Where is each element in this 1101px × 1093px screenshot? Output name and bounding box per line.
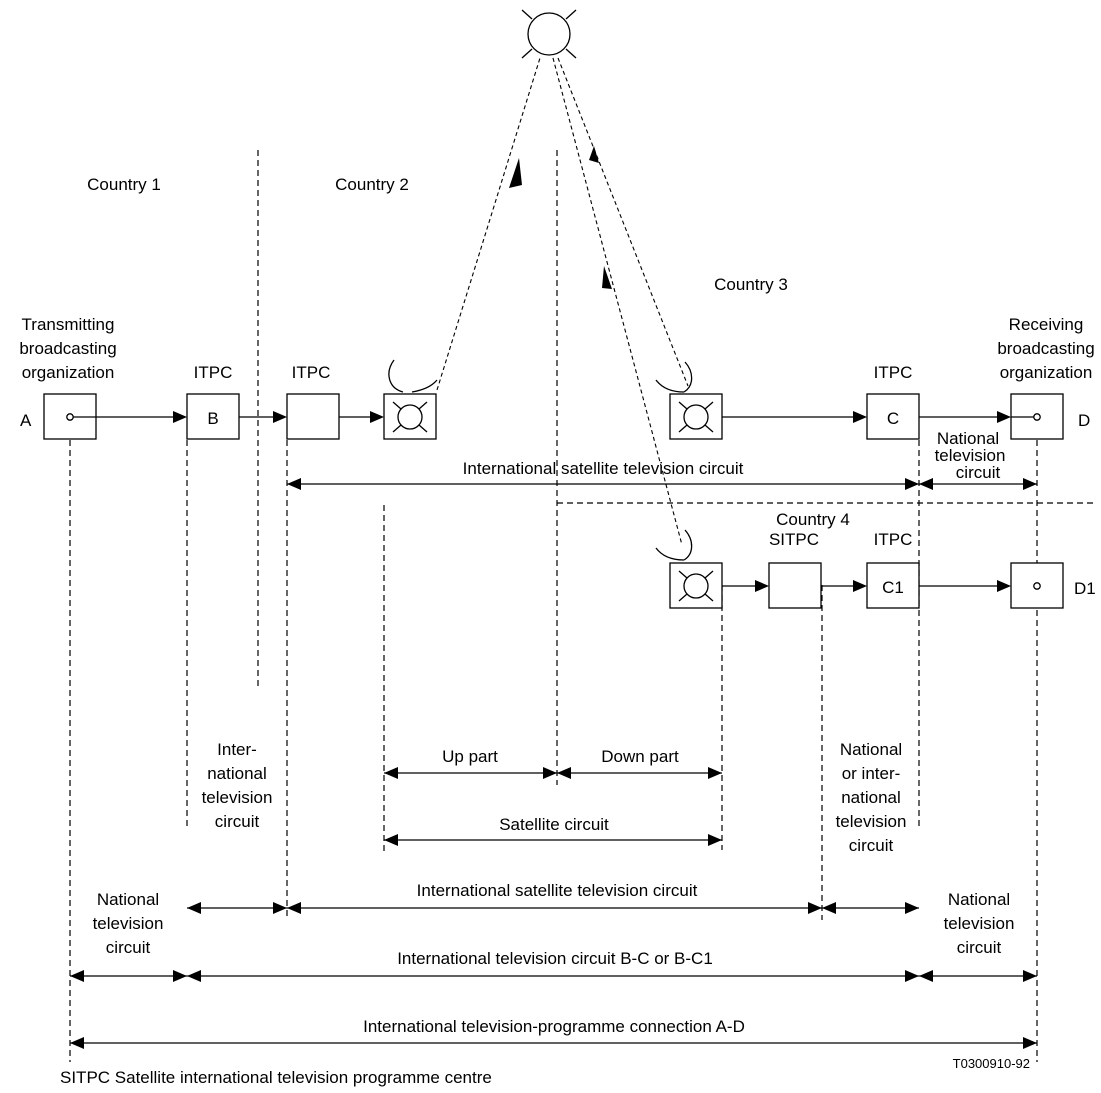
svg-text:or inter-: or inter-	[842, 764, 901, 783]
programme-connection-arrow	[70, 1037, 1037, 1049]
svg-text:circuit: circuit	[215, 812, 260, 831]
intl-tv-circuit-bc-label: International television circuit B-C or …	[397, 949, 713, 968]
satellite-circuit-label: Satellite circuit	[499, 815, 609, 834]
svg-text:National: National	[840, 740, 902, 759]
intl-sat-circuit-bottom-arrow	[287, 902, 822, 914]
sitpc-box	[768, 562, 822, 609]
country4-label: Country 4	[776, 510, 850, 529]
svg-text:national: national	[841, 788, 901, 807]
svg-text:circuit: circuit	[956, 463, 1001, 482]
intl-sat-circuit-top-label: International satellite television circu…	[463, 459, 744, 478]
svg-text:broadcasting: broadcasting	[19, 339, 116, 358]
intl-sat-circuit-bottom-label: International satellite television circu…	[417, 881, 698, 900]
svg-text:television: television	[93, 914, 164, 933]
country3-label: Country 3	[714, 275, 788, 294]
svg-text:National: National	[97, 890, 159, 909]
up-part-arrow	[384, 767, 557, 779]
inter-national-circuit-label: Inter- national television circuit	[202, 740, 273, 831]
svg-text:Transmitting: Transmitting	[22, 315, 115, 334]
node-b-box	[186, 393, 240, 440]
svg-text:organization: organization	[22, 363, 115, 382]
inter-national-circuit-arrow	[187, 902, 287, 914]
national-circuit-right-arrow	[919, 970, 1037, 982]
svg-text:circuit: circuit	[957, 938, 1002, 957]
svg-text:national: national	[207, 764, 267, 783]
node-c1-box	[866, 562, 920, 609]
programme-connection-label: International television-programme conne…	[363, 1017, 745, 1036]
figure-id: T0300910-92	[953, 1056, 1030, 1071]
itpc-c1-label: ITPC	[874, 530, 913, 549]
country4-earth-station-icon	[655, 529, 723, 609]
svg-text:Receiving: Receiving	[1009, 315, 1084, 334]
sitpc-legend: SITPC Satellite international television…	[60, 1068, 492, 1087]
satellite-icon	[521, 9, 577, 59]
svg-text:television: television	[944, 914, 1015, 933]
national-circuit-top-arrow	[919, 478, 1037, 490]
svg-text:broadcasting: broadcasting	[997, 339, 1094, 358]
downlink-path-country3	[557, 57, 689, 387]
down-part-label: Down part	[601, 747, 679, 766]
svg-text:circuit: circuit	[106, 938, 151, 957]
svg-text:circuit: circuit	[849, 836, 894, 855]
node-c-label: C	[887, 409, 899, 428]
node-a-label: A	[20, 411, 32, 430]
transmitting-org-label: Transmitting broadcasting organization	[19, 315, 116, 382]
svg-text:organization: organization	[1000, 363, 1093, 382]
svg-text:television: television	[935, 446, 1006, 465]
country1-label: Country 1	[87, 175, 161, 194]
national-circuit-right-label: National television circuit	[944, 890, 1015, 957]
receiving-org-label: Receiving broadcasting organization	[997, 315, 1094, 382]
national-or-intl-circuit-arrow	[822, 902, 919, 914]
national-circuit-left-label: National television circuit	[93, 890, 164, 957]
node-b-label: B	[207, 409, 218, 428]
node-d-label: D	[1078, 411, 1090, 430]
svg-text:National: National	[948, 890, 1010, 909]
uplink-earth-station-icon	[383, 359, 438, 440]
node-c1-label: C1	[882, 578, 904, 597]
national-or-intl-circuit-label: National or inter- national television c…	[836, 740, 907, 855]
sitpc-label: SITPC	[769, 530, 819, 549]
itpc-c-label: ITPC	[874, 363, 913, 382]
down-part-arrow	[557, 767, 722, 779]
node-d-terminal-icon	[1033, 413, 1041, 421]
itpc-country2-label: ITPC	[292, 363, 331, 382]
country2-label: Country 2	[335, 175, 409, 194]
node-d1-box	[1010, 562, 1064, 609]
itpc-country2-box	[286, 393, 340, 440]
uplink-path	[436, 57, 541, 391]
intl-tv-circuit-bc-arrow	[187, 970, 919, 982]
national-circuit-top-label: National television circuit	[935, 429, 1006, 482]
downlink-path-country4	[552, 57, 683, 546]
intl-sat-circuit-top-arrow	[287, 478, 919, 490]
national-circuit-left-arrow	[70, 970, 187, 982]
svg-text:Inter-: Inter-	[217, 740, 257, 759]
up-part-label: Up part	[442, 747, 498, 766]
node-c-box	[866, 393, 920, 440]
node-d1-label: D1	[1074, 579, 1096, 598]
svg-text:television: television	[836, 812, 907, 831]
svg-text:television: television	[202, 788, 273, 807]
satellite-circuit-arrow	[384, 834, 722, 846]
itpc-b-label: ITPC	[194, 363, 233, 382]
downlink-earth-station-icon	[655, 361, 723, 440]
node-d1-terminal-icon	[1033, 582, 1041, 590]
svg-text:National: National	[937, 429, 999, 448]
